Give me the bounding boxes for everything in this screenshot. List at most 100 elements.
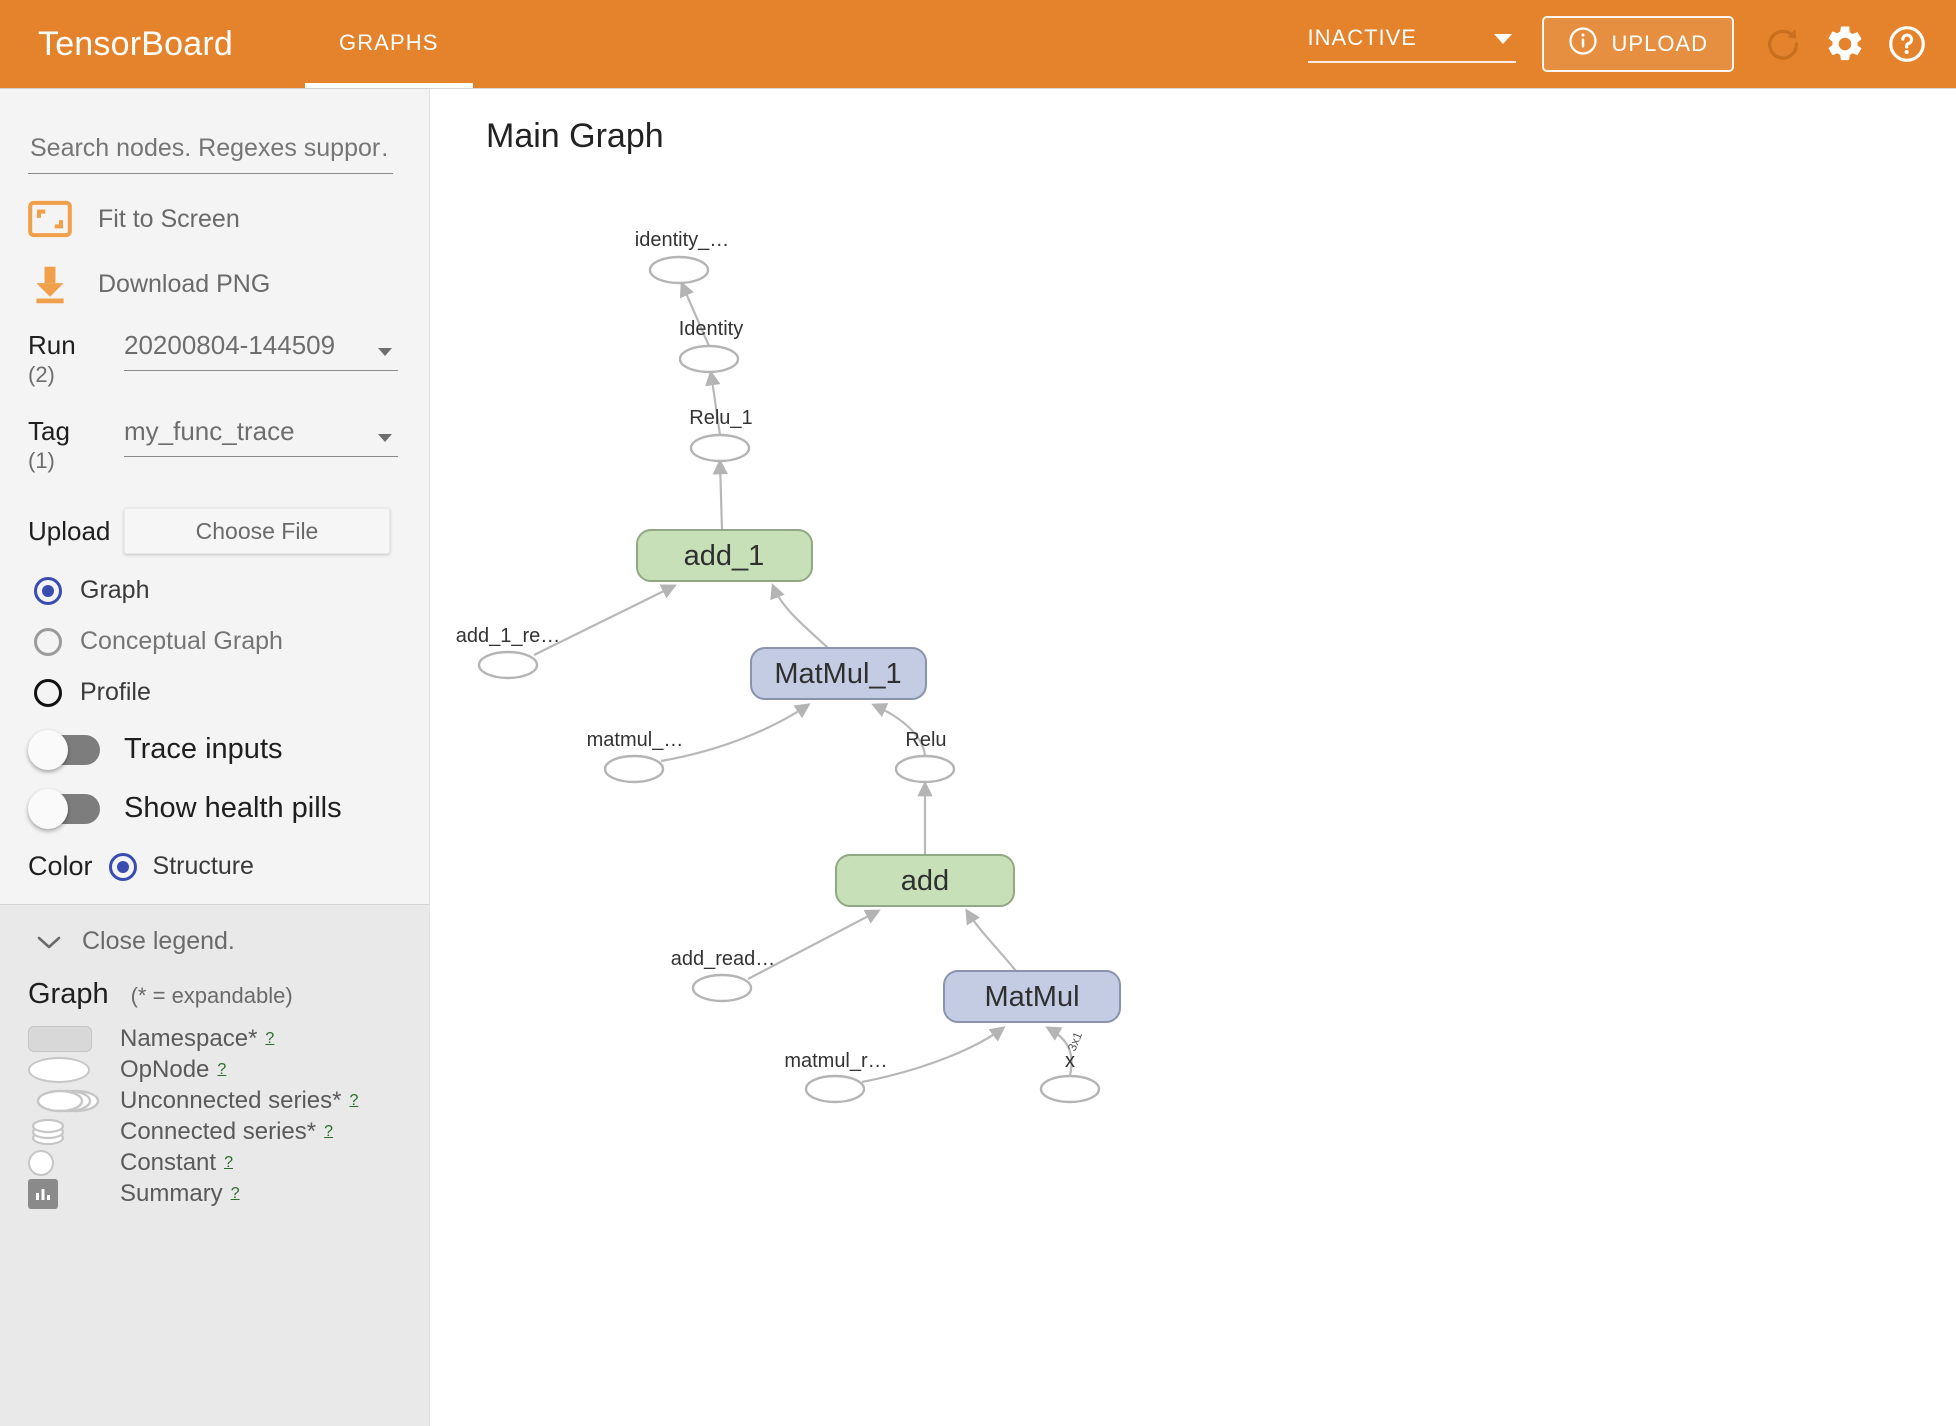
app-brand: TensorBoard [38,24,233,63]
upload-label: Upload [28,515,111,546]
sidebar: Fit to Screen Download PNG Run (2) 20200… [0,88,430,1426]
radio-profile-label: Profile [80,678,151,706]
choose-file-button[interactable]: Choose File [124,508,390,554]
graph-edges [533,281,1073,1084]
node-identity[interactable]: Identity [679,318,743,374]
legend-item-opnode-help[interactable]: ? [217,1060,227,1078]
run-dropdown[interactable]: 20200804-144509 [124,330,398,371]
node-matmul-read[interactable]: matmul_r… [784,1050,888,1104]
radio-structure-indicator[interactable] [108,852,137,881]
tag-dropdown[interactable]: my_func_trace [124,416,398,457]
node-relu-1-shape [689,433,751,463]
node-matmul-read-1-label: matmul_… [587,729,684,751]
download-png-button[interactable]: Download PNG [28,264,429,304]
app-header: TensorBoard GRAPHS INACTIVE UPLOAD [0,0,1956,88]
toggle-show-health-pills[interactable]: Show health pills [28,788,429,829]
node-identity-label: Identity [679,318,743,340]
graph-canvas[interactable]: Main Graph 3x1 [430,88,1956,1426]
legend-item-connected-series: Connected series* ? [28,1116,429,1147]
node-identity-out-shape [648,255,710,285]
page-title: Main Graph [486,117,664,155]
legend-panel: Close legend. Graph (* = expandable) Nam… [0,904,429,1426]
color-mode-group: Color Structure [28,851,429,882]
node-add-read[interactable]: add_read… [671,948,776,1003]
legend-item-unconnected-series-help[interactable]: ? [349,1091,359,1109]
sidebar-controls: Fit to Screen Download PNG Run (2) 20200… [0,133,429,882]
tab-graphs[interactable]: GRAPHS [304,0,473,88]
node-matmul[interactable]: MatMul [943,970,1121,1023]
graph-nodes: identity_… Identity Relu_1 add_1 add_1_r… [456,229,1121,1104]
node-matmul-read-label: matmul_r… [784,1050,887,1072]
edge-matmul-to-add [965,908,1017,972]
radio-conceptual-graph[interactable]: Conceptual Graph [34,627,429,656]
toggle-show-health-pills-switch [28,788,100,829]
connected-series-icon [28,1117,120,1147]
fit-to-screen-icon [28,200,90,238]
legend-item-constant-help[interactable]: ? [224,1153,233,1171]
search-input[interactable] [28,133,393,174]
node-relu-1-label: Relu_1 [689,407,752,429]
close-legend-button[interactable]: Close legend. [36,927,429,956]
legend-item-namespace: Namespace* ? [28,1023,429,1054]
node-matmul-1[interactable]: MatMul_1 [750,647,927,700]
tensorboard-graph-svg[interactable]: 3x1 identity_… Identity Relu_1 add_1 [430,89,1956,1426]
radio-profile[interactable]: Profile [34,678,429,707]
node-relu-1[interactable]: Relu_1 [689,407,753,463]
chevron-down-icon [1493,34,1512,44]
run-value: 20200804-144509 [124,330,336,360]
node-matmul-read-shape [804,1074,866,1104]
radio-graph[interactable]: Graph [34,576,429,605]
run-status-select[interactable]: INACTIVE [1307,25,1516,63]
chevron-down-icon [378,348,392,356]
legend-item-namespace-label: Namespace* [120,1024,258,1052]
refresh-icon[interactable] [1752,13,1814,75]
node-x-label: x [1065,1050,1075,1072]
legend-item-opnode-label: OpNode [120,1055,210,1083]
tag-selector: Tag (1) my_func_trace [28,416,429,476]
radio-graph-label: Graph [80,576,150,604]
run-label: Run [28,330,76,360]
edge-identity-to-identity-out [679,281,711,347]
node-matmul-read-1[interactable]: matmul_… [587,729,684,784]
opnode-icon [28,1056,120,1083]
nav-tabs: GRAPHS [304,0,473,88]
edge-matmulread-to-matmul [861,1026,1006,1084]
info-icon [1568,26,1598,62]
upload-button[interactable]: UPLOAD [1541,16,1734,72]
run-count: (2) [28,362,55,387]
node-matmul-1-label: MatMul_1 [774,658,901,690]
legend-item-connected-series-help[interactable]: ? [324,1122,334,1140]
node-add[interactable]: add [835,854,1015,907]
radio-structure-label: Structure [152,852,254,880]
fit-to-screen-label: Fit to Screen [98,204,240,233]
legend-item-constant-label: Constant [120,1148,217,1176]
upload-field: Upload Choose File [28,508,429,554]
node-add-1[interactable]: add_1 [636,529,813,582]
legend-item-namespace-help[interactable]: ? [265,1029,275,1047]
chevron-down-icon [36,929,62,955]
node-add-1-read[interactable]: add_1_re… [456,625,561,680]
legend-item-summary-help[interactable]: ? [230,1184,240,1202]
header-actions: INACTIVE UPLOAD [1307,0,1938,88]
toggle-trace-inputs-label: Trace inputs [124,733,283,765]
constant-icon [28,1149,120,1176]
node-identity-out[interactable]: identity_… [635,229,730,285]
tag-count: (1) [28,448,55,473]
node-add-shape [835,854,1015,907]
gear-icon[interactable] [1814,13,1876,75]
edge-x-to-matmul [1045,1026,1073,1076]
node-relu[interactable]: Relu [894,729,956,784]
node-add-1-shape [636,529,813,582]
edge-add1read-to-add1 [533,584,677,656]
edge-relu1-to-identity [705,369,722,436]
radio-profile-indicator [34,678,62,707]
node-matmul-shape [943,970,1121,1023]
color-label: Color [28,851,93,881]
toggle-trace-inputs-switch [28,729,100,770]
node-add-1-read-shape [477,650,539,680]
toggle-trace-inputs[interactable]: Trace inputs [28,729,429,770]
node-x[interactable]: x [1039,1050,1101,1104]
fit-to-screen-button[interactable]: Fit to Screen [28,200,429,238]
radio-conceptual-graph-label: Conceptual Graph [80,627,283,655]
help-icon[interactable] [1876,13,1938,75]
